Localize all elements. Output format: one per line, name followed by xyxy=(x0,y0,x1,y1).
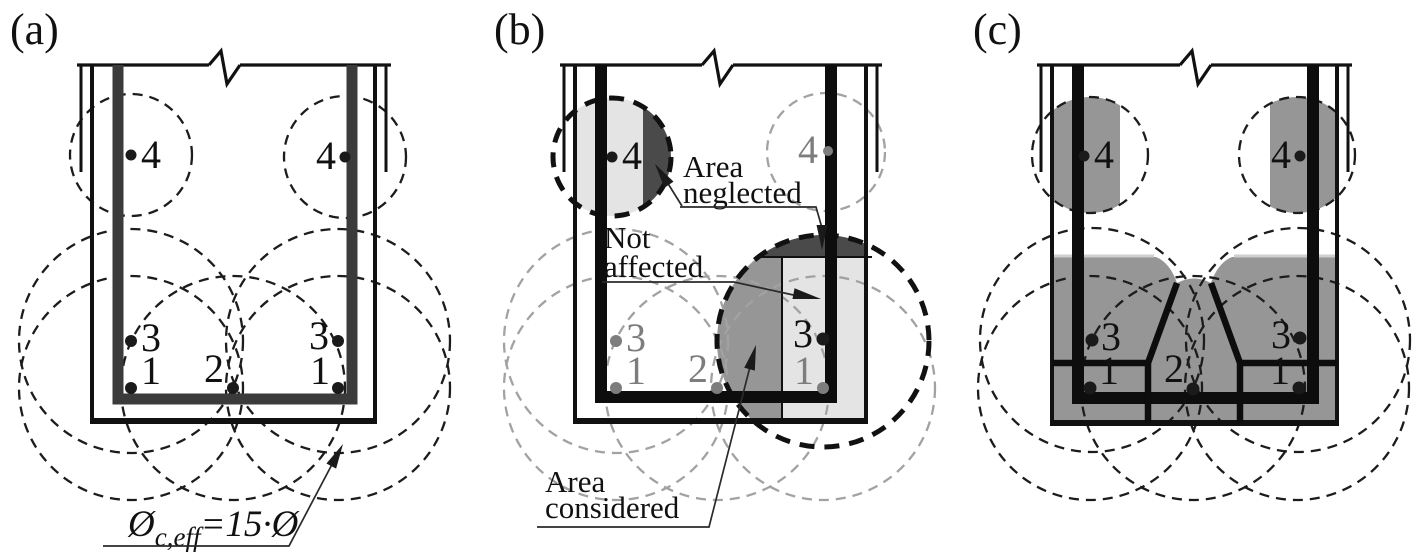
rebar-label-3-left: 3 xyxy=(626,315,646,360)
effective-circle-bar2 xyxy=(119,274,347,502)
rebar-dot-3-right xyxy=(1293,331,1307,345)
rebar-label-4-left: 4 xyxy=(622,133,642,178)
rebar-dot-1-left xyxy=(1083,381,1097,395)
rebar-label-1-left: 1 xyxy=(1099,348,1119,393)
rebar-dot-3-left xyxy=(125,335,137,347)
effective-diameter-formula: Øc,eff=15·Ø xyxy=(127,504,300,552)
rebar-label-1-right: 1 xyxy=(1270,348,1290,393)
faded-circle-bar3-left xyxy=(502,227,730,455)
stirrup xyxy=(112,65,358,405)
outer-face-stubs xyxy=(79,65,388,172)
effective-circle-bar1-left xyxy=(17,274,245,502)
rebar-dot-1-right xyxy=(1292,381,1306,395)
panel-c-tag: (c) xyxy=(973,5,1022,54)
rebar-dot-2 xyxy=(227,382,239,394)
rebar-dot-3-left xyxy=(610,335,622,347)
rebar-label-4-right: 4 xyxy=(798,127,818,172)
effective-circle-bar4-left xyxy=(68,92,194,218)
break-symbol xyxy=(700,47,735,89)
formula-arrowhead xyxy=(326,444,343,469)
rebar-dot-4-right xyxy=(1294,150,1306,162)
rebar-label-4-right: 4 xyxy=(316,133,336,178)
break-symbol xyxy=(1178,47,1213,89)
effective-circle-bar1-right xyxy=(224,274,452,502)
effective-circle-bar4-left xyxy=(1030,95,1150,215)
rebar-dot-4-left xyxy=(125,149,137,161)
rebar-dot-3-right xyxy=(332,335,344,347)
rebar-label-3-right: 3 xyxy=(793,311,813,356)
highlight-circle-bar3-right xyxy=(714,232,932,450)
rebar-dot-2 xyxy=(711,382,723,394)
outer-face-stubs xyxy=(1039,65,1350,172)
area-considered-arrowhead xyxy=(744,345,756,371)
rebar-label-2: 2 xyxy=(204,346,224,391)
effective-area-bottom xyxy=(1052,257,1337,423)
rebar-dot-1-left xyxy=(125,382,137,394)
rebar-label-2: 2 xyxy=(1164,346,1184,391)
effective-circle-bar1-left xyxy=(976,274,1204,502)
rebar-label-4-left: 4 xyxy=(141,132,161,177)
area-considered-leader xyxy=(537,354,754,528)
rebar-label-3-left: 3 xyxy=(1101,314,1121,359)
rebar-label-1-left: 1 xyxy=(141,348,161,393)
phi-symbol: Ø xyxy=(127,504,156,545)
area-partition-lines xyxy=(1052,281,1337,423)
effective-circle-bar3-left xyxy=(978,226,1206,454)
not-affected-arrowhead xyxy=(792,288,821,300)
area-considered-label-line2: considered xyxy=(545,490,680,525)
stirrup xyxy=(1072,65,1319,404)
formula-leader-line xyxy=(103,452,339,547)
area-neglected-leader-right xyxy=(680,206,823,229)
rebar-dot-3-left xyxy=(1085,333,1099,347)
rebar-dot-4-right xyxy=(823,146,833,156)
not-affected-leader xyxy=(602,281,799,297)
effective-circle-bar1-right xyxy=(1183,274,1411,502)
rebar-label-4-right: 4 xyxy=(1271,132,1291,177)
not-affected-label-line2: affected xyxy=(604,249,704,284)
rebar-dot-3-right xyxy=(816,332,830,346)
effective-circle-bar3-left xyxy=(17,227,245,455)
not-affected-label-line1: Not xyxy=(604,220,651,255)
rebar-dot-4-left xyxy=(1078,150,1090,162)
rebar-dot-4-right xyxy=(339,151,351,163)
panel-a-tag: (a) xyxy=(10,5,59,54)
rebar-dot-2 xyxy=(1186,382,1200,396)
area-neglected-label-line2: neglected xyxy=(683,175,802,210)
rebar-label-1-left: 1 xyxy=(626,348,646,393)
area-considered-label-line1: Area xyxy=(545,464,605,499)
rebar-dot-1-right xyxy=(817,382,829,394)
rebar-label-3-right: 3 xyxy=(1271,312,1291,357)
panel-b-tag: (b) xyxy=(494,5,545,54)
effective-circle-bar4-right xyxy=(1237,95,1357,215)
bar3-area-neglected xyxy=(758,235,866,257)
break-symbol xyxy=(207,47,242,89)
section-side-walls xyxy=(90,65,377,421)
stirrup xyxy=(595,65,837,403)
area-neglected-label-line1: Area xyxy=(683,149,743,184)
section-side-walls xyxy=(573,65,868,421)
panel-b: (b) 4 4 3 3 xyxy=(494,5,937,528)
outer-face-stubs xyxy=(562,65,879,172)
rebar-dot-4-left xyxy=(606,151,618,163)
phi-value: =15·Ø xyxy=(200,504,299,545)
rebar-label-1-right: 1 xyxy=(310,348,330,393)
phi-subscript: c,eff xyxy=(155,522,204,552)
faded-circle-bar1-right xyxy=(709,274,937,502)
area-neglected-arrowhead-down xyxy=(816,225,828,250)
rebar-label-3-left: 3 xyxy=(141,315,161,360)
rebar-dot-1-right xyxy=(332,382,344,394)
effective-circle-bar4-right xyxy=(282,94,408,220)
rebar-label-1-right: 1 xyxy=(794,348,814,393)
rebar-label-4-left: 4 xyxy=(1094,132,1114,177)
rebar-dot-1-left xyxy=(610,382,622,394)
rebar-label-2: 2 xyxy=(688,346,708,391)
bar3-area-considered xyxy=(717,257,782,421)
area-neglected-arrowhead-left xyxy=(655,164,674,188)
highlight-circle-bar4-left xyxy=(550,95,674,219)
panel-c: (c) 4 4 3 3 1 2 xyxy=(973,5,1412,502)
panel-a: (a) 4 4 3 3 1 2 1 Øc,eff=15·Ø xyxy=(10,5,452,552)
rebar-label-3-right: 3 xyxy=(309,313,329,358)
effective-circle-bar3-right xyxy=(1184,226,1412,454)
